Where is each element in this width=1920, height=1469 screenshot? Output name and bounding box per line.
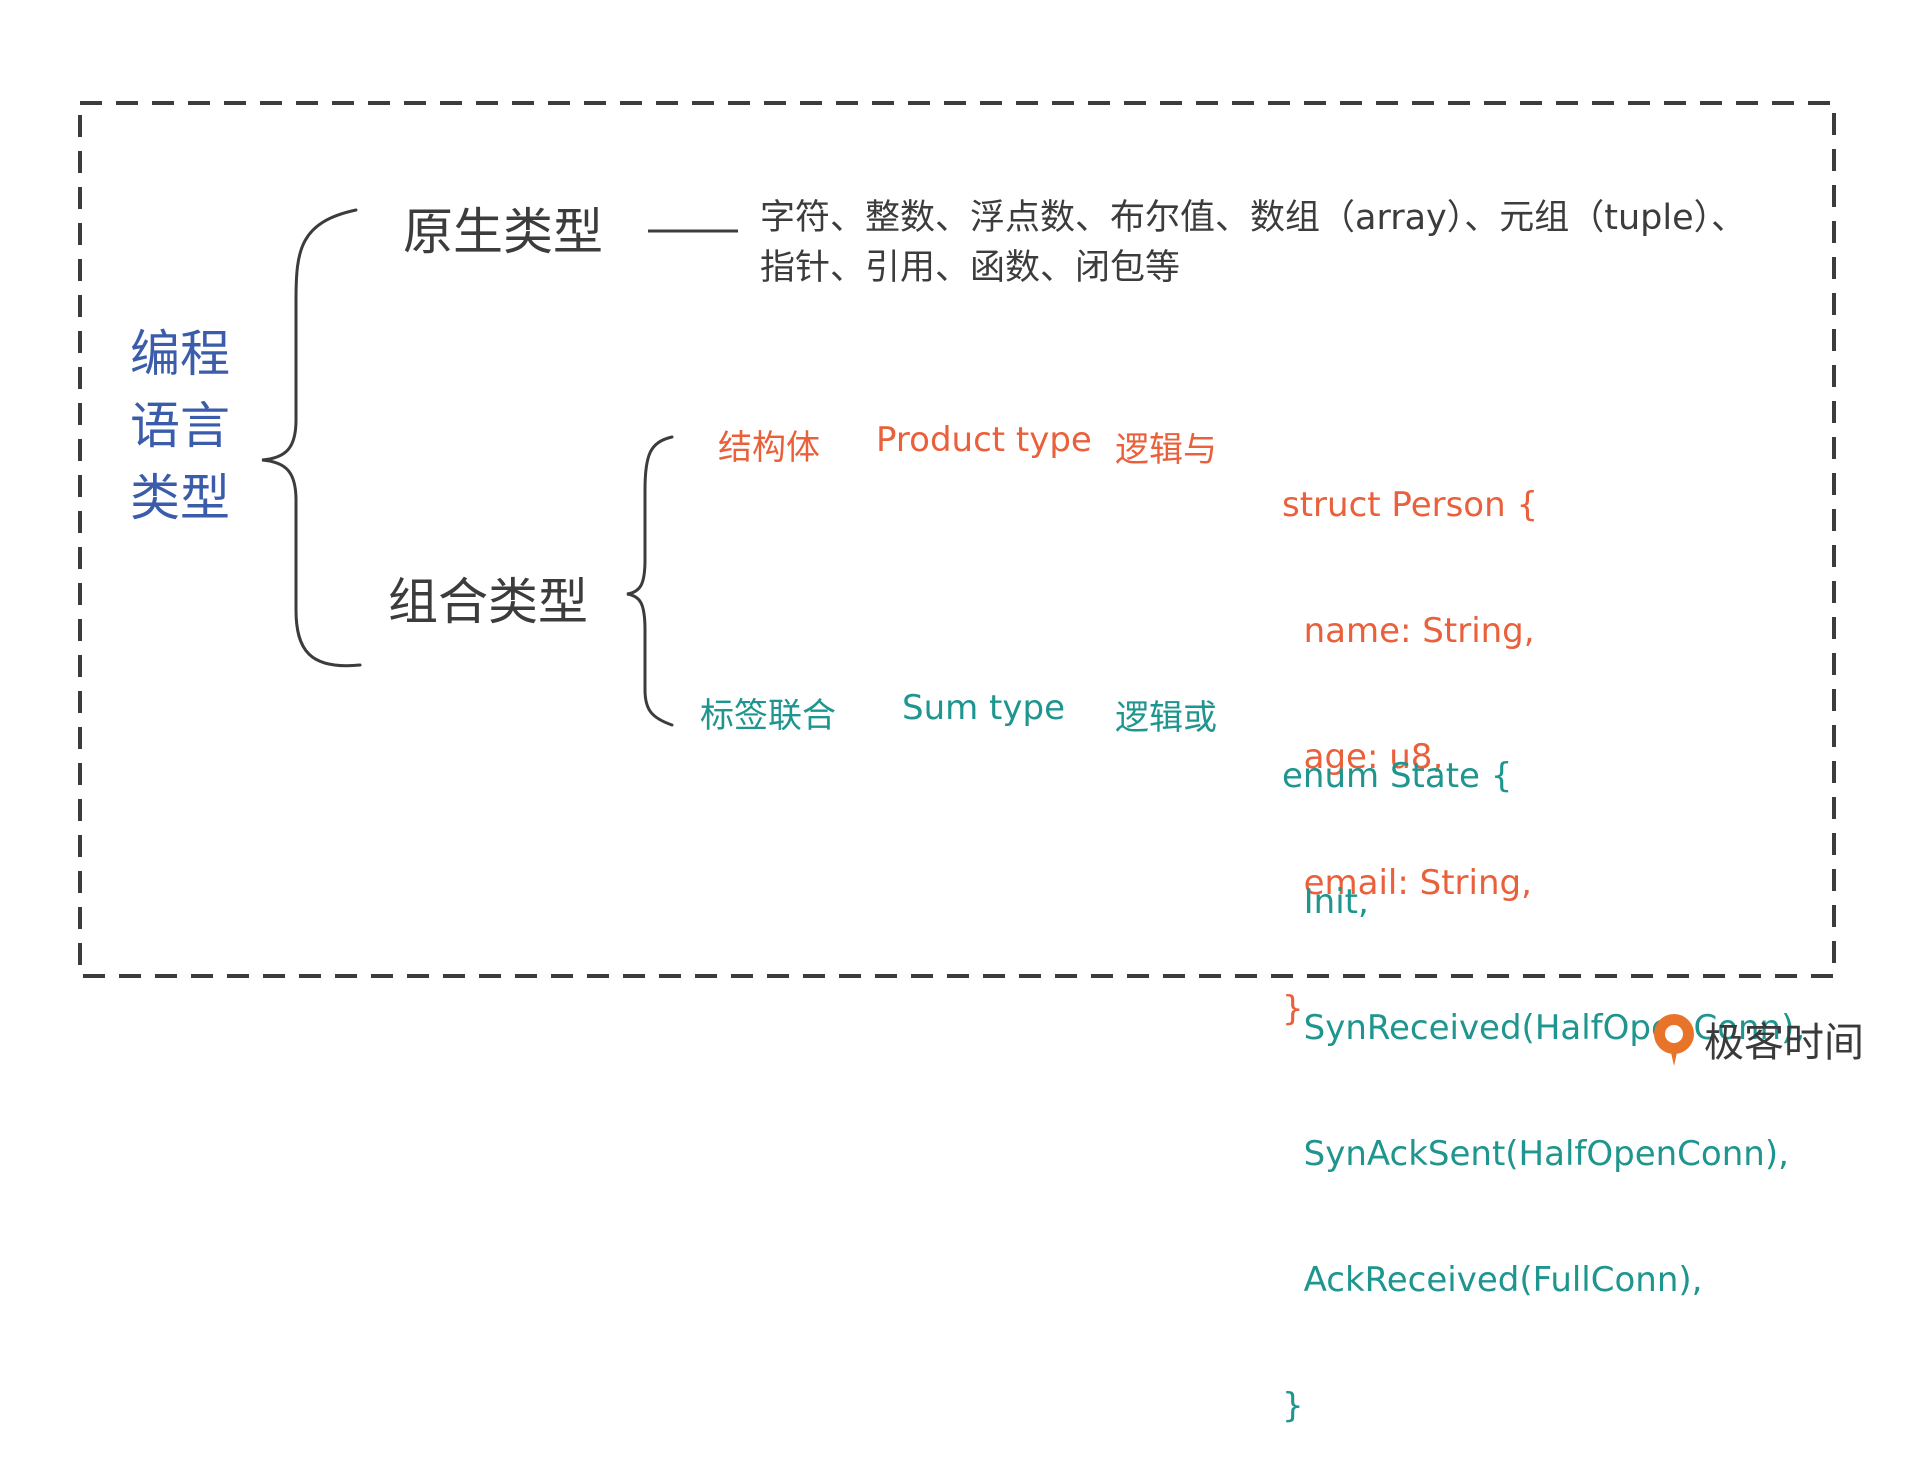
code-line: AckReceived(FullConn),: [1282, 1260, 1703, 1300]
code-line: name: String,: [1282, 611, 1535, 651]
struct-cn-label: 结构体: [718, 428, 820, 468]
main-brace: [261, 208, 362, 668]
compound-brace: [626, 435, 674, 727]
root-title-line: 编程: [130, 325, 230, 383]
primitive-category-label: 原生类型: [403, 203, 603, 261]
dashed-frame: [78, 101, 1836, 978]
root-title-line: 语言: [130, 397, 230, 455]
code-line: enum State {: [1282, 756, 1513, 796]
code-line: SynReceived(HalfOpenConn),: [1282, 1008, 1806, 1048]
root-title: 编程 语言 类型: [130, 318, 230, 534]
primitive-items-line: 指针、引用、函数、闭包等: [760, 248, 1181, 288]
logical-or-label: 逻辑或: [1115, 698, 1217, 738]
code-line: struct Person {: [1282, 485, 1539, 525]
code-line: Init,: [1282, 882, 1369, 922]
compound-category-label: 组合类型: [388, 573, 588, 631]
brand-name: 极客时间: [1704, 1020, 1864, 1066]
brand-logo: 极客时间: [1648, 1010, 1864, 1068]
tagged-union-cn-label: 标签联合: [700, 696, 836, 736]
primitive-items-line: 字符、整数、浮点数、布尔值、数组（array）、元组（tuple）、: [760, 198, 1747, 238]
code-line: }: [1282, 989, 1304, 1029]
primitive-items: 字符、整数、浮点数、布尔值、数组（array）、元组（tuple）、 指针、引用…: [760, 193, 1746, 293]
code-line: }: [1282, 1386, 1304, 1426]
code-line: age: u8,: [1282, 737, 1444, 777]
root-title-line: 类型: [130, 469, 230, 527]
enum-code-block: enum State { Init, SynReceived(HalfOpenC…: [1282, 671, 1805, 1469]
brand-logo-icon: [1654, 1014, 1694, 1066]
logical-and-label: 逻辑与: [1115, 430, 1217, 470]
struct-code-block: struct Person { name: String, age: u8, e…: [1282, 400, 1538, 1072]
diagram-graphics: [78, 101, 1836, 978]
sum-type-label: Sum type: [902, 688, 1066, 728]
code-line: SynAckSent(HalfOpenConn),: [1282, 1134, 1789, 1174]
code-line: email: String,: [1282, 863, 1532, 903]
product-type-label: Product type: [876, 420, 1092, 460]
